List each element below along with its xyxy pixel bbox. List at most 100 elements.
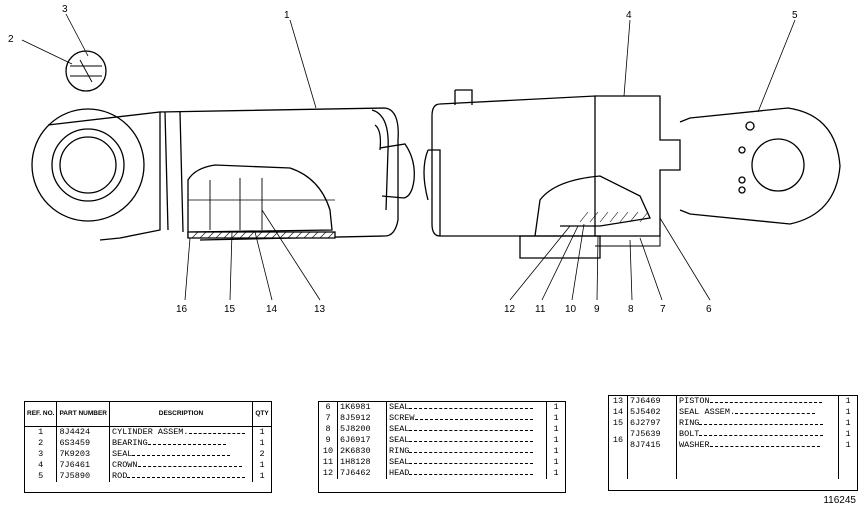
- description-text: HEAD: [389, 468, 410, 478]
- description-cell: BOLT: [676, 429, 839, 440]
- part-number-cell: 2K6830: [337, 446, 387, 457]
- part-number-cell: 8J5912: [337, 413, 387, 424]
- qty-cell: 1: [553, 457, 559, 467]
- header-ref-no: REF. NO.: [25, 402, 58, 427]
- qty-cell: 1: [259, 427, 265, 437]
- callout-12: 12: [504, 304, 516, 315]
- callout-5: 5: [792, 10, 798, 21]
- qty-cell: 1: [259, 471, 265, 481]
- callout-16: 16: [176, 304, 188, 315]
- leader-dots: [147, 439, 226, 445]
- callout-6: 6: [706, 304, 712, 315]
- part-number-cell: 6J6917: [337, 435, 387, 446]
- ref-cell: 6: [319, 402, 338, 413]
- ref-cell: 9: [319, 435, 338, 446]
- ref-cell: 5: [25, 471, 58, 482]
- ref-cell: 13: [609, 396, 628, 407]
- description-text: CROWN: [112, 460, 138, 470]
- description-text: CYLINDER ASSEM.: [112, 427, 189, 437]
- ref-cell: 10: [319, 446, 338, 457]
- ref-cell: 4: [25, 460, 58, 471]
- part-number-cell: 5J5402: [627, 407, 677, 418]
- leader-dots: [409, 458, 534, 464]
- leader-dots: [409, 403, 534, 409]
- part-number-cell: 1K6981: [337, 402, 387, 413]
- ref-cell: 16: [609, 429, 628, 451]
- ref-cell: 11: [319, 457, 338, 468]
- qty-cell: 1: [845, 429, 851, 439]
- description-text: RING: [679, 418, 700, 428]
- description-text: SEAL: [389, 402, 410, 412]
- ref-cell: 1: [25, 426, 58, 438]
- callout-4: 4: [626, 10, 632, 21]
- qty-cell: 1: [553, 435, 559, 445]
- rod-assembly-right: [423, 89, 841, 259]
- cylinder-assembly-left: [31, 50, 415, 241]
- description-cell: SEAL: [386, 402, 547, 413]
- description-text: ROD: [112, 471, 128, 481]
- leader-dots: [137, 461, 242, 467]
- header-part-number: PART NUMBER: [56, 402, 110, 427]
- callout-14: 14: [266, 304, 278, 315]
- callout-3: 3: [62, 4, 68, 15]
- description-text: SCREW: [389, 413, 415, 423]
- leader-dots: [409, 447, 534, 453]
- qty-cell: 1: [553, 468, 559, 478]
- leader-dots: [709, 397, 822, 403]
- leader-dots: [699, 419, 824, 425]
- qty-cell: 1: [553, 413, 559, 423]
- callout-15: 15: [224, 304, 236, 315]
- description-cell: BEARING: [109, 438, 253, 449]
- description-cell: ROD: [109, 471, 253, 482]
- description-cell: SEAL: [109, 449, 253, 460]
- part-number-cell: 8J7415: [627, 440, 677, 451]
- part-number-cell: 7K9203: [56, 449, 110, 460]
- figure-number: 116245: [823, 495, 856, 506]
- description-cell: CROWN: [109, 460, 253, 471]
- ref-cell: 8: [319, 424, 338, 435]
- qty-cell: 2: [259, 449, 265, 459]
- qty-cell: 1: [553, 402, 559, 412]
- ref-cell: 7: [319, 413, 338, 424]
- description-text: SEAL: [389, 435, 410, 445]
- leader-lines: [21, 13, 796, 301]
- table-row: 2 6S3459 BEARING 1: [25, 438, 271, 449]
- table-row: 1 8J4424 CYLINDER ASSEM. 1: [25, 426, 271, 438]
- callout-2: 2: [8, 34, 14, 45]
- callout-9: 9: [594, 304, 600, 315]
- part-number-cell: 7J6469: [627, 396, 677, 407]
- callout-11: 11: [535, 304, 546, 315]
- ref-cell: 14: [609, 407, 628, 418]
- description-cell: HEAD: [386, 468, 547, 479]
- leader-dots: [132, 450, 231, 456]
- callout-13: 13: [314, 304, 326, 315]
- callout-7: 7: [660, 304, 666, 315]
- qty-cell: 1: [845, 440, 851, 450]
- parts-table-1: REF. NO. PART NUMBER DESCRIPTION QTY 1 8…: [24, 401, 272, 493]
- ref-cell: 2: [25, 438, 58, 449]
- part-number-cell: 6J2797: [627, 418, 677, 429]
- callout-8: 8: [628, 304, 634, 315]
- description-cell: RING: [386, 446, 547, 457]
- leader-dots: [409, 425, 534, 431]
- description-text: SEAL: [389, 457, 410, 467]
- part-number-cell: 7J6461: [56, 460, 110, 471]
- qty-cell: 1: [845, 396, 851, 406]
- table-row: 4 7J6461 CROWN 1: [25, 460, 271, 471]
- callout-10: 10: [565, 304, 577, 315]
- part-number-cell: 5J8200: [337, 424, 387, 435]
- description-text: RING: [389, 446, 410, 456]
- description-cell: RING: [676, 418, 839, 429]
- description-text: BEARING: [112, 438, 148, 448]
